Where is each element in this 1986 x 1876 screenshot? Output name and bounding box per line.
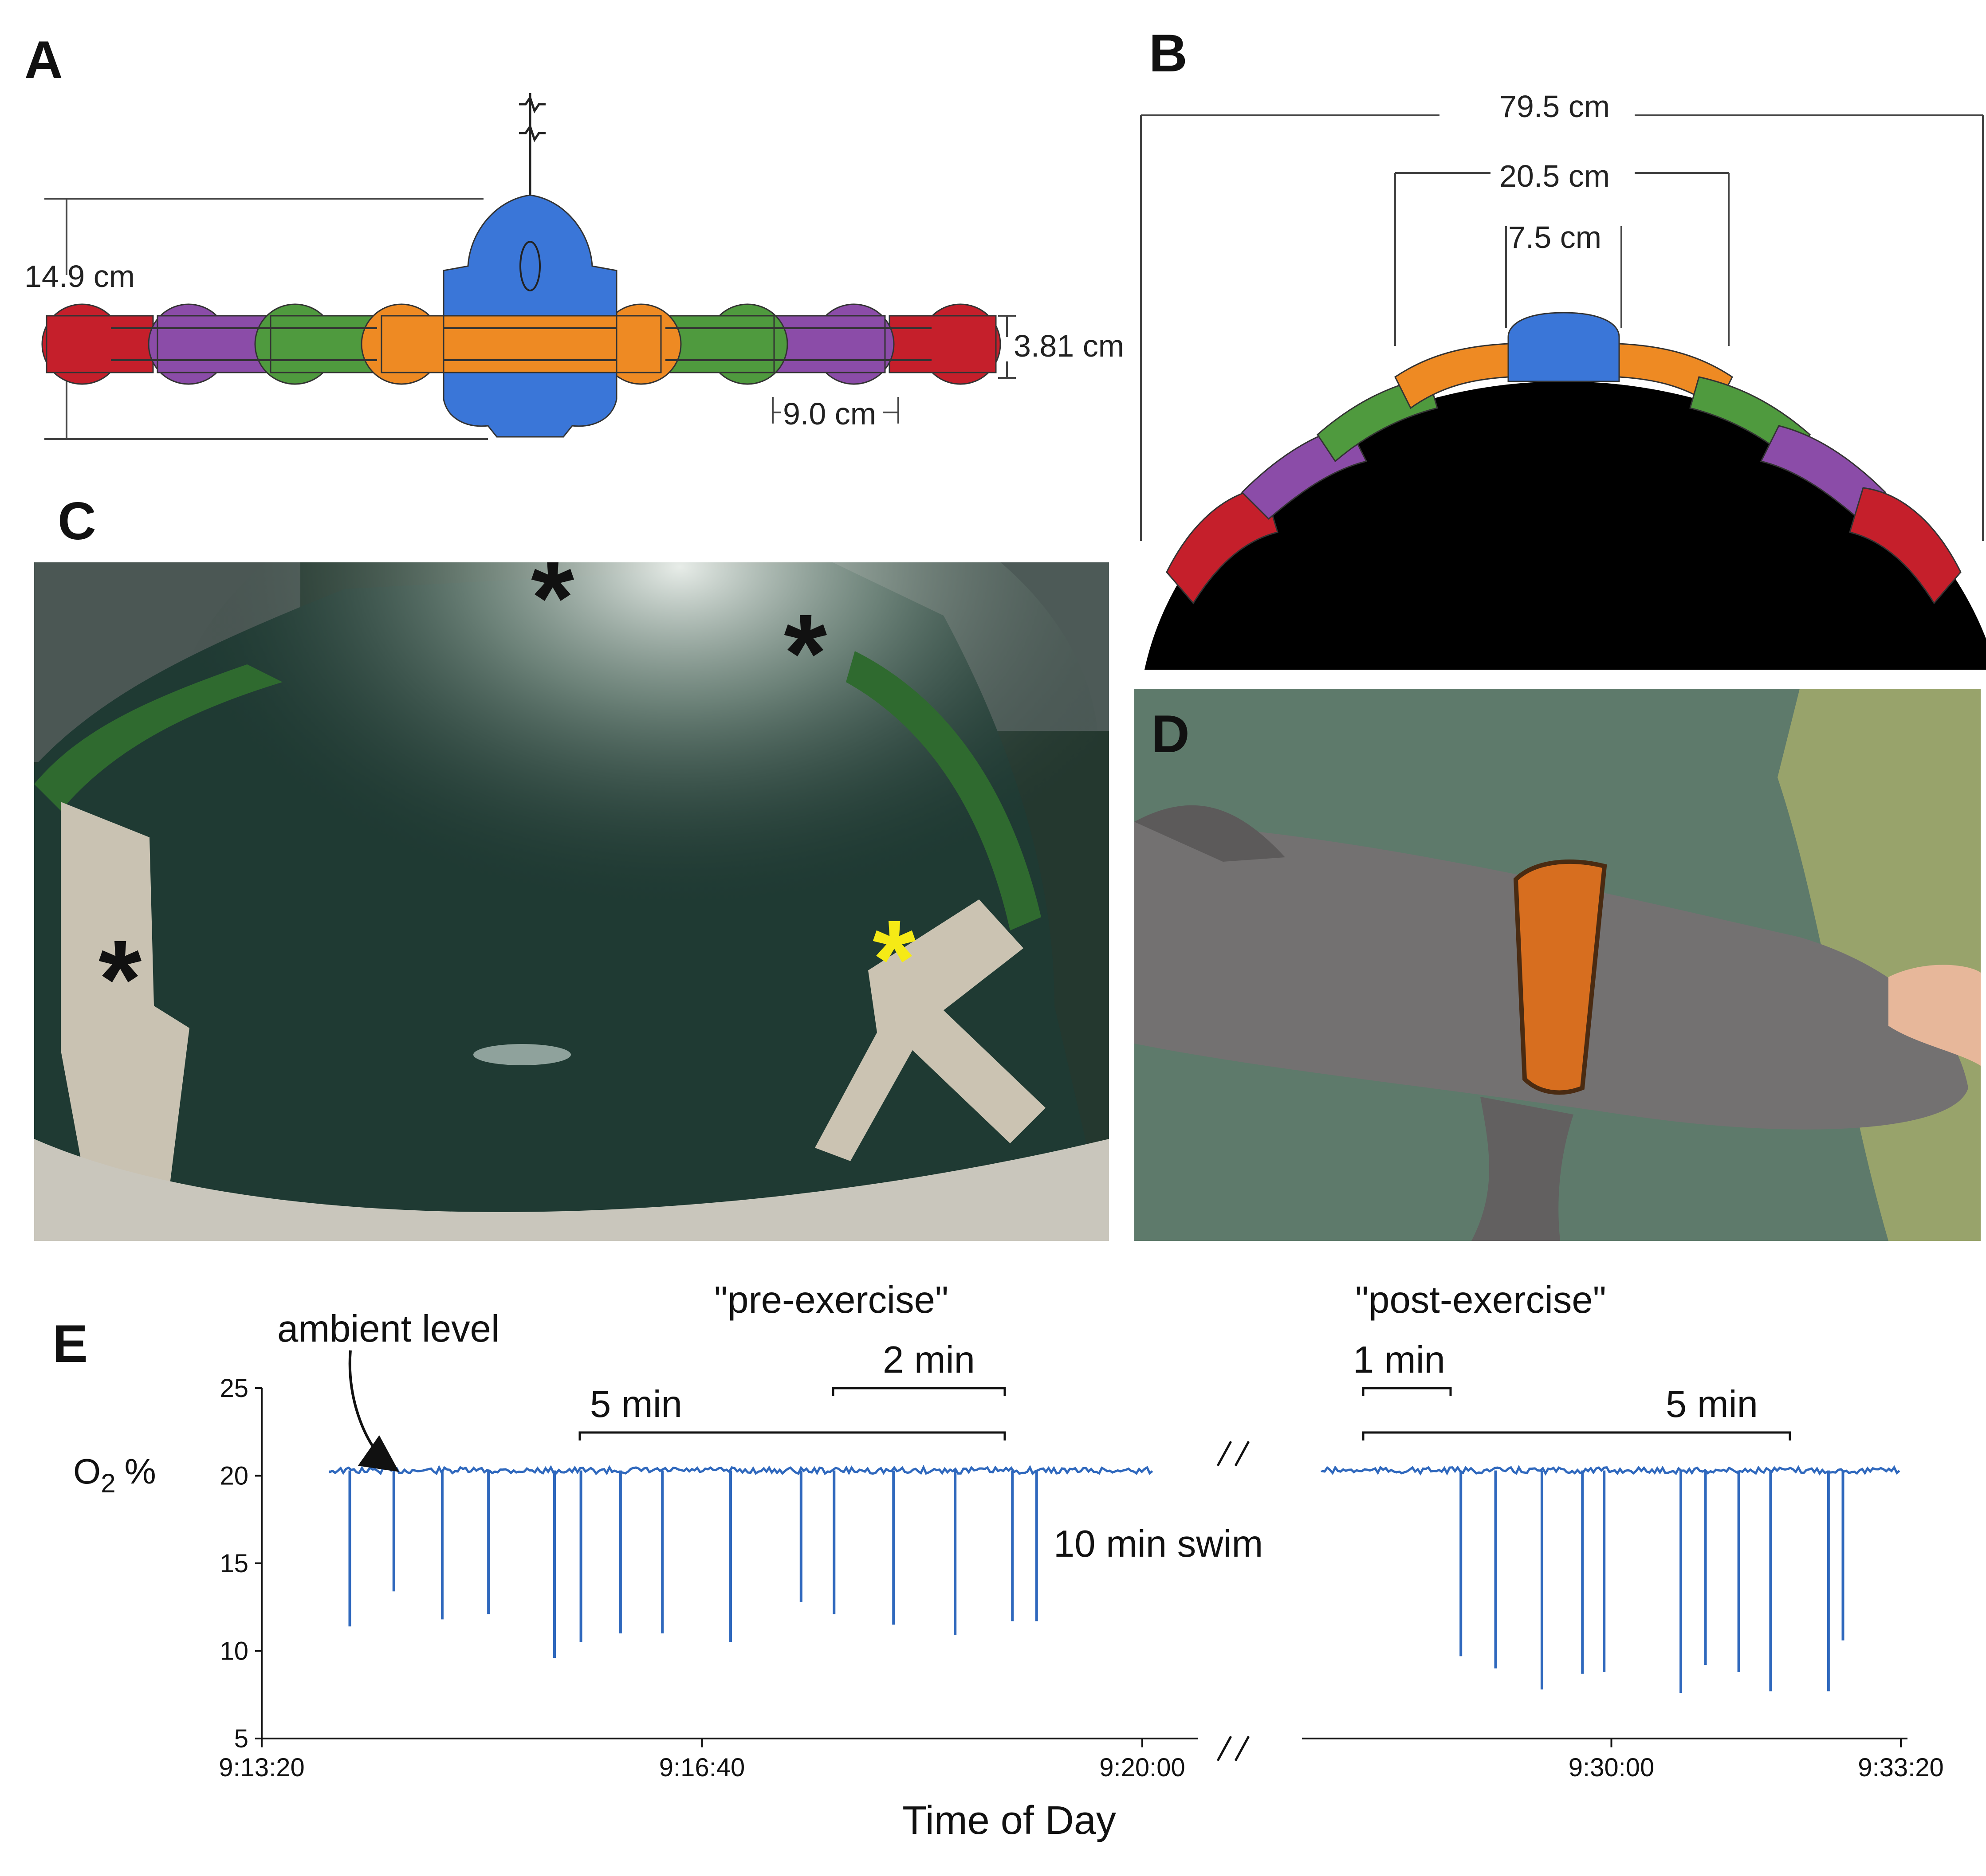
panel-d-label: D [1151,704,1190,764]
panel-c-label: C [58,491,96,551]
panel-d-photo-scene [1134,689,1981,1241]
panel-e-two-min-label: 2 min [883,1339,975,1381]
panel-a-spacing-dimension: 9.0 cm [783,396,877,431]
panel-a-device-diagram [41,93,1016,440]
panel-e-x-ticks: 9:13:20 9:16:40 9:20:00 9:30:00 9:33:20 [219,1739,1944,1782]
panel-b-middle-dimension: 20.5 cm [1499,159,1610,193]
x-tick-label: 9:33:20 [1858,1753,1944,1782]
panel-a-antenna [519,93,546,195]
panel-b-outer-dimension: 79.5 cm [1499,89,1610,124]
panel-a-label: A [24,30,63,90]
y-tick-label: 15 [220,1549,248,1578]
y-tick-label: 10 [220,1637,248,1666]
panel-b-fit-diagram [1140,114,1986,670]
panel-a-segment-chain [41,194,1001,438]
panel-e-ambient-label: ambient level [277,1308,499,1350]
panel-e-five-min-pre-label: 5 min [590,1383,682,1425]
panel-c-photo-scene [34,562,1109,1241]
x-tick-label: 9:20:00 [1099,1753,1185,1782]
panel-d-dolphin-photo [1134,689,1981,1241]
panel-c-marker-top: * [531,562,574,659]
panel-e-interval-brackets [578,1387,1791,1440]
panel-e-five-min-post-label: 5 min [1666,1383,1758,1425]
panel-e-post-label: "post-exercise" [1355,1279,1606,1321]
panel-b-label: B [1149,24,1188,83]
panel-e-label: E [52,1314,88,1374]
y-tick-label: 25 [220,1374,248,1403]
x-tick-label: 9:13:20 [219,1753,305,1782]
panel-a-height-dimension: 14.9 cm [24,259,135,294]
panel-b-dimension-lines [1140,114,1984,541]
panel-e-y-label: O2% [73,1452,156,1498]
x-tick-label: 9:30:00 [1569,1753,1655,1782]
o2-baseline-trace [1321,1465,1900,1476]
o2-baseline-trace [329,1464,1153,1476]
panel-e-swim-label: 10 min swim [1054,1523,1263,1565]
panel-e-ambient-arrow [348,1350,399,1472]
panel-c-marker-yellow: * [873,897,916,1021]
panel-c-lagoon-photo: * * * * [34,562,1109,1241]
panel-e-y-ticks: 5 10 15 20 25 [220,1374,262,1753]
x-tick-label: 9:16:40 [659,1753,745,1782]
panel-e-traces [329,1464,1900,1693]
panel-c-marker-right: * [784,591,827,715]
y-tick-label: 5 [234,1724,248,1753]
panel-e-pre-label: "pre-exercise" [714,1279,948,1321]
y-tick-label: 20 [220,1462,248,1491]
panel-e-axis-break [1216,1440,1250,1762]
panel-e-one-min-label: 1 min [1353,1339,1445,1381]
panel-e-x-label: Time of Day [902,1798,1116,1843]
panel-a-width-dimension: 3.81 cm [1014,329,1124,363]
panel-a-dimension-lines [44,198,1016,440]
panel-c-marker-left: * [98,917,142,1041]
panel-b-segment-arc [1166,312,1962,604]
panel-b-inner-dimension: 7.5 cm [1508,220,1602,255]
